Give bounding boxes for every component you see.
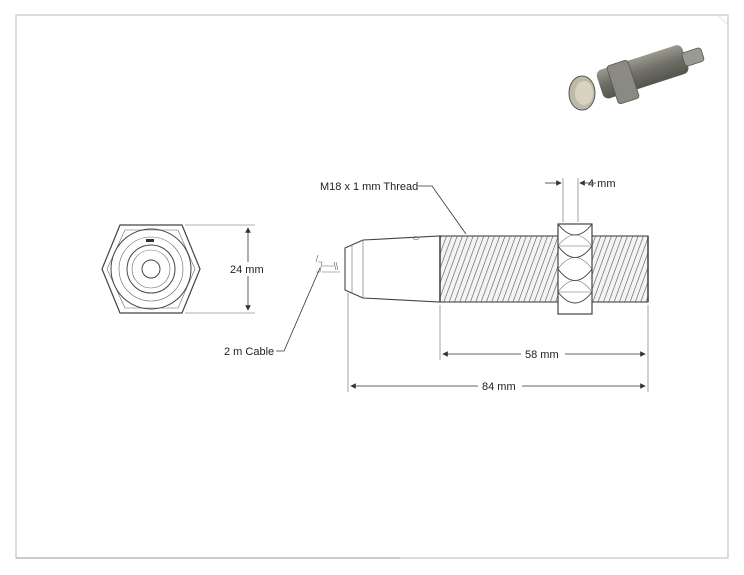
dimension-58mm: 58 mm [439,305,649,392]
dimension-24mm: 24 mm [185,224,270,314]
rear-housing [344,235,441,303]
dimension-4mm: 4 mm [545,178,616,222]
dimension-84mm: 84 mm [347,293,646,393]
sensor-3d-preview [568,45,705,111]
label-cable: 2 m Cable [224,346,274,358]
hex-nut [557,223,593,315]
hex-front-view [101,224,201,314]
label-total-length: 84 mm [482,381,516,393]
sheet-frame [15,14,729,559]
label-hex-height: 24 mm [230,264,264,276]
label-nut-width: 4 mm [588,178,616,190]
cable-callout: 2 m Cable [224,267,321,358]
label-thread: M18 x 1 mm Thread [320,181,418,193]
label-thread-length: 58 mm [525,349,559,361]
threaded-barrel [439,235,649,303]
thread-callout: M18 x 1 mm Thread [320,181,467,235]
